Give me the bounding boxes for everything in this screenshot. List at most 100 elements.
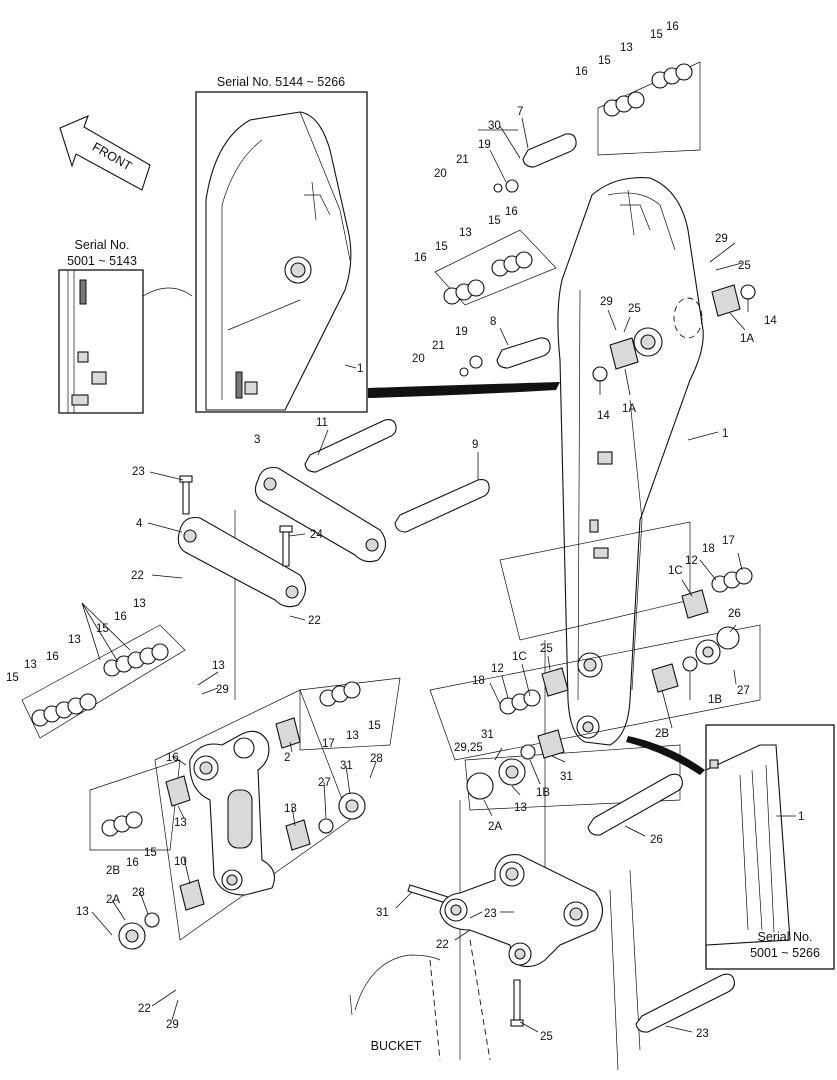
pin-part-10-lower [635,973,735,1033]
part-label-22: 22 [436,939,449,951]
part-label-1A: 1A [740,333,754,345]
bucket-linkage [349,854,604,1016]
part-label-15: 15 [650,29,663,41]
part-label-21: 21 [432,340,445,352]
washer-shim-stacks [31,63,756,928]
part-label-16: 15 [368,720,381,732]
part-label-13: 17 [322,738,335,750]
part-label-2B: 2 [284,752,290,764]
part-label-29: 29 [715,233,728,245]
part-label-23: 23 [132,466,145,478]
part-label-29: 13 [212,660,225,672]
part-label-1: 1 [722,428,728,440]
inset-left-caption-line2: 5001 ~ 5143 [67,254,137,268]
part-label-25: 25 [738,260,751,272]
front-direction-arrow: FRONT [59,114,151,191]
inset-right-caption-line2: 5001 ~ 5266 [750,946,820,960]
part-label-16: 16 [575,66,588,78]
part-label-2: 16 [166,752,179,764]
pin-part-8 [496,337,551,369]
inset-right-caption-line1: Serial No. [758,930,813,944]
part-label-13: 13 [133,598,146,610]
inset-left-connector [142,287,193,297]
part-label-31: 28 [370,753,383,765]
part-label-29-25: 31 [481,729,494,741]
part-label-15: 16 [126,857,139,869]
part-label-14: 14 [764,315,777,327]
part-label-23: 31 [376,907,389,919]
part-label-9: 9 [472,439,478,451]
part-label-14: 14 [597,410,610,422]
part-label-12: 1C [512,651,527,663]
link-part-4 [177,516,307,608]
inset-top-part-1: 1 [357,363,363,375]
inset-right-part-1: 1 [798,811,804,823]
part-label-31: 27 [737,685,750,697]
inset-top-connector-arrow [368,382,560,398]
part-label-16: 16 [414,252,427,264]
part-label-13: 15 [144,847,157,859]
link-part-3 [254,466,387,563]
pin-part-10-upper [587,773,683,836]
part-label-15: 13 [346,730,359,742]
part-label-16: 16 [666,21,679,33]
part-label-31: 13 [76,906,89,918]
part-label-23: 25 [540,1031,553,1043]
part-label-13: 27 [318,777,331,789]
part-label-28: 31 [340,760,353,772]
part-label-1B: 2B [655,728,669,740]
part-label-15: 15 [598,55,611,67]
part-label-17: 18 [472,675,485,687]
leader-lines [81,117,749,1033]
part-label-13: 13 [459,227,472,239]
plates-and-covers [118,626,740,950]
part-label-16: 13 [24,659,37,671]
part-label-1A: 1A [622,403,636,415]
part-label-25: 29 [166,1019,179,1031]
part-label-15: 16 [46,651,59,663]
part-label-13: 28 [132,887,145,899]
bushings-2A-2B [165,284,741,911]
part-label-1B: 31 [560,771,573,783]
part-label-21: 21 [456,154,469,166]
inset-top-caption: Serial No. 5144 ~ 5266 [217,75,345,89]
part-label-10: 26 [650,834,663,846]
part-label-20: 20 [434,168,447,180]
part-label-11: 11 [316,417,328,429]
part-label-3: 3 [254,434,260,446]
bolts [179,475,524,1027]
part-label-30: 30 [488,120,501,132]
part-label-24: 24 [310,529,323,541]
part-label-26: 2A [488,821,502,833]
part-label-13: 13 [620,42,633,54]
part-label-28: 2A [106,894,120,906]
part-label-18: 18 [702,543,715,555]
part-label-19: 19 [478,139,491,151]
part-label-4: 4 [136,518,143,530]
main-boom-arm [557,177,719,746]
part-label-17: 17 [722,535,735,547]
part-label-22: 22 [131,570,144,582]
part-label-15: 15 [96,623,109,635]
part-label-13: 15 [6,672,19,684]
part-label-26: 26 [728,608,741,620]
part-label-16: 2B [106,865,120,877]
part-label-20: 20 [412,353,425,365]
part-label-15: 15 [435,241,448,253]
part-label-2A: 13 [284,803,297,815]
part-label-12: 12 [685,555,698,567]
link-part-2 [189,730,275,896]
part-label-29: 22 [138,1003,151,1015]
pin-part-11 [304,419,397,473]
part-label-2A: 10 [174,856,187,868]
part-label-2B: 13 [174,817,187,829]
part-label-25: 29 [216,684,229,696]
part-label-13: 1B [536,787,550,799]
inset-right-boom-detail: 1 Serial No. 5001 ~ 5266 [705,724,835,970]
part-label-22: 22 [308,615,321,627]
part-label-1C: 25 [540,643,553,655]
part-label-18: 12 [491,663,504,675]
part-label-25: 25 [628,303,641,315]
part-label-15: 15 [488,215,501,227]
